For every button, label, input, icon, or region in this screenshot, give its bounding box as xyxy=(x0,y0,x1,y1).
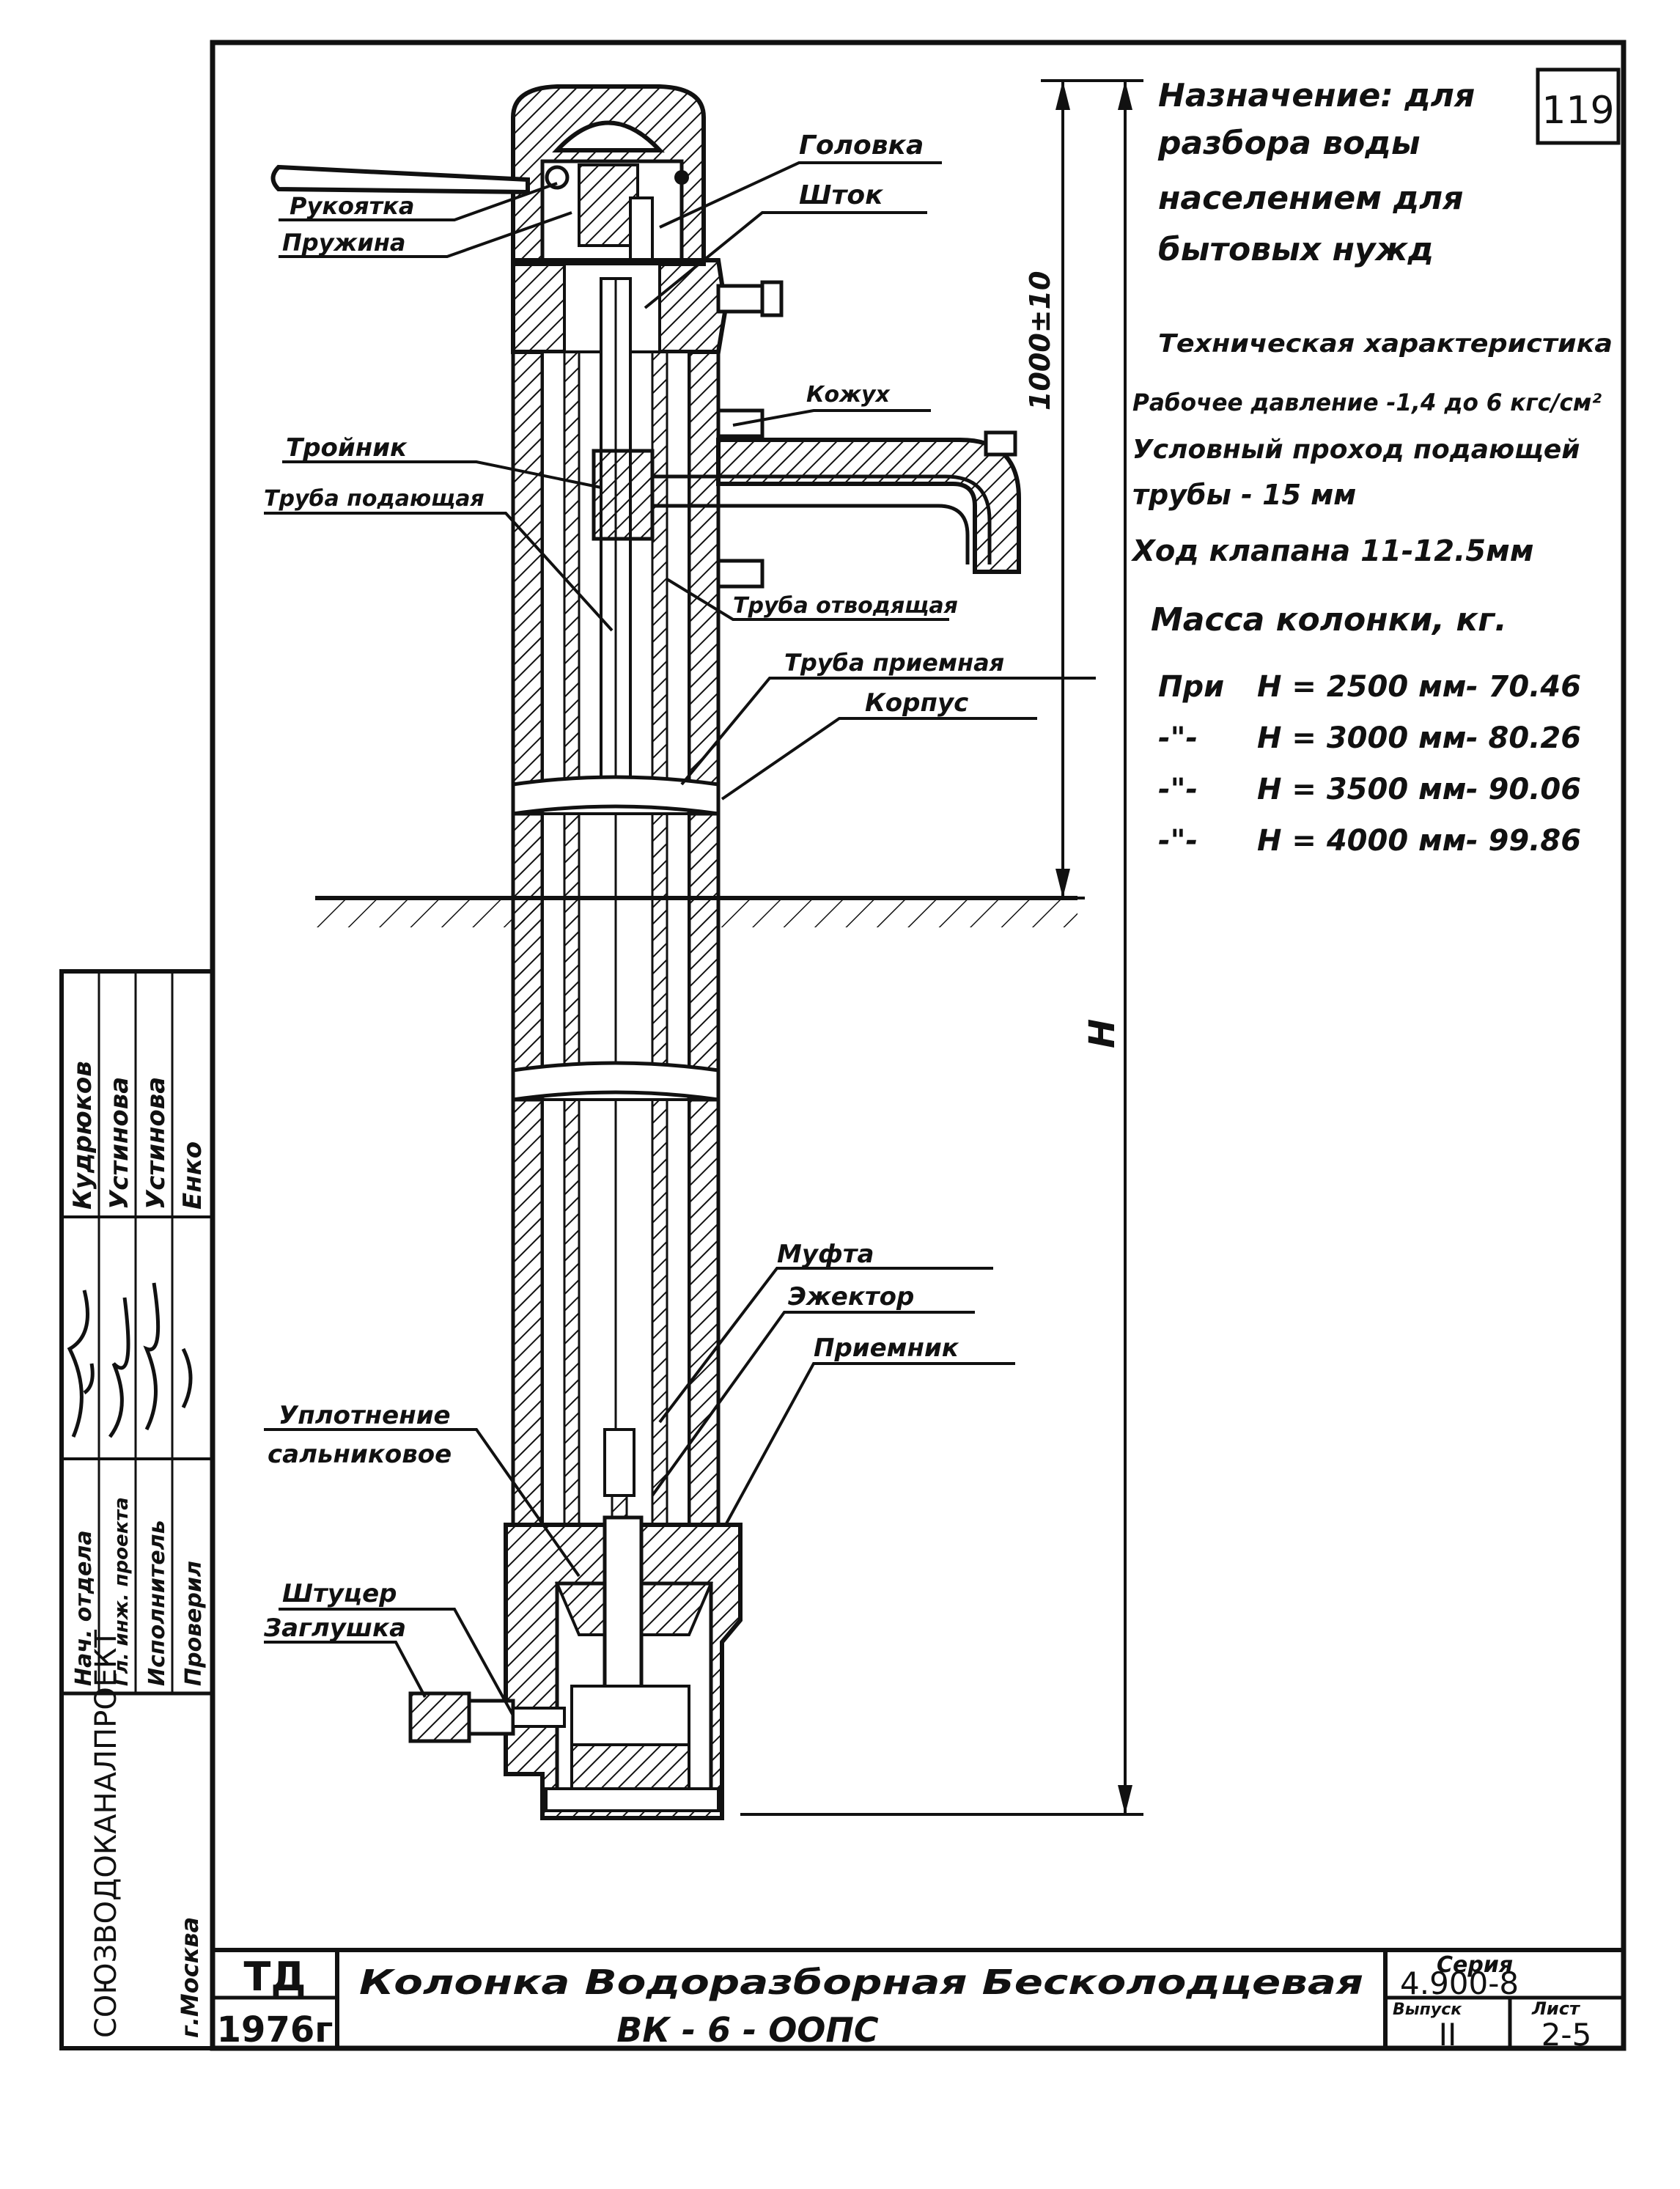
mass-row-value: - 90.06 xyxy=(1466,773,1581,806)
tech-heading: Техническая характеристика xyxy=(1158,329,1613,358)
label-shtok: Шток xyxy=(799,180,884,210)
year-mark: 1976г xyxy=(217,2009,334,2050)
name-chief-engineer: Устинова xyxy=(105,1077,134,1210)
purpose-line-3: населением для xyxy=(1158,180,1463,217)
label-pruzhina: Пружина xyxy=(282,229,406,257)
sheet-number-box: 119 xyxy=(1536,67,1621,145)
tech-stroke: Ход клапана 11-12.5мм xyxy=(1130,534,1534,568)
mass-row-h: H = 2500 мм xyxy=(1257,670,1467,704)
mass-row-value: - 99.86 xyxy=(1466,824,1581,858)
middle-body xyxy=(511,812,721,1073)
label-shtutser: Штуцер xyxy=(282,1579,397,1608)
drawing-title: Колонка Водоразборная Бесколодцевая xyxy=(359,1962,1363,2002)
label-uplotnenie-2: сальниковое xyxy=(268,1440,452,1469)
td-mark: ТД xyxy=(244,1954,306,2000)
label-zaglushka: Заглушка xyxy=(263,1614,406,1643)
sheet-value: 2-5 xyxy=(1541,2017,1592,2053)
break-section-1 xyxy=(511,775,721,816)
name-executor: Устинова xyxy=(141,1077,171,1210)
title-block: ТД 1976г Колонка Водоразборная Бесколодц… xyxy=(213,1948,1624,2053)
role-head-of-department: Нач. отдела xyxy=(71,1530,97,1686)
tech-mass-heading: Масса колонки, кг. xyxy=(1151,601,1507,639)
label-kozhukh: Кожух xyxy=(806,382,891,408)
label-truba-otvodyashchaya: Труба отводящая xyxy=(733,593,958,619)
mass-row-prefix: При xyxy=(1158,670,1224,704)
label-priemnik: Приемник xyxy=(814,1333,959,1363)
mass-row-prefix: -"- xyxy=(1158,824,1198,858)
label-golovka: Головка xyxy=(799,130,924,161)
dimension-height-total: H xyxy=(1082,1019,1123,1048)
mass-row-value: - 80.26 xyxy=(1466,721,1581,755)
tech-pressure: Рабочее давление -1,4 до 6 кгс/см² xyxy=(1132,389,1602,416)
column-drawing xyxy=(270,84,1077,1820)
mass-row-h: H = 3000 мм xyxy=(1257,721,1467,755)
ground-line xyxy=(315,896,1077,927)
signature-stamp: Нач. отдела Гл. инж. проекта Исполнитель… xyxy=(62,971,213,2038)
leader-lines xyxy=(264,161,1096,1716)
mass-row-h: H = 3500 мм xyxy=(1257,773,1467,806)
part-labels: Головка Шток Рукоятка Пружина Кожух Трой… xyxy=(263,130,1004,1643)
sheet-label: Лист xyxy=(1531,1998,1581,2019)
dimension-height-top: 1000±10 xyxy=(1024,271,1056,411)
plug-fitting xyxy=(408,1691,566,1743)
handle-lever xyxy=(270,164,689,195)
clamp-bolt xyxy=(716,280,784,317)
tee-and-spout xyxy=(592,408,1021,589)
org-name: СОЮЗВОДОКАНАЛПРОЕКТ xyxy=(89,1629,123,2038)
mass-table: При H = 2500 мм - 70.46 -"- H = 3000 мм … xyxy=(1158,670,1581,858)
purpose-notes: Назначение: для разбора воды населением … xyxy=(1157,77,1475,268)
label-ezhektor: Эжектор xyxy=(788,1282,914,1311)
label-uplotnenie-1: Уплотнение xyxy=(279,1401,451,1430)
drawing-code: ВК - 6 - ООПС xyxy=(616,2010,879,2050)
mass-row-value: - 70.46 xyxy=(1466,670,1581,704)
handwritten-signatures xyxy=(67,1282,193,1438)
label-truba-podayushchaya: Труба подающая xyxy=(264,486,485,512)
mass-row-prefix: -"- xyxy=(1158,721,1198,755)
role-checked: Проверил xyxy=(181,1561,207,1686)
name-head-of-department: Кудрюков xyxy=(68,1061,97,1210)
label-troynik: Тройник xyxy=(286,433,408,463)
dimension-lines: 1000±10 H xyxy=(740,79,1143,1816)
purpose-line-2: разбора воды xyxy=(1157,125,1421,162)
label-truba-priemnaya: Труба приемная xyxy=(784,649,1004,677)
mass-row-prefix: -"- xyxy=(1158,773,1198,806)
technical-specs: Техническая характеристика Рабочее давле… xyxy=(1130,329,1613,858)
sheet-number: 119 xyxy=(1541,89,1614,133)
lower-body xyxy=(511,1097,721,1527)
label-korpus: Корпус xyxy=(865,688,968,718)
sheet-frame xyxy=(59,40,1626,2051)
label-mufta: Муфта xyxy=(777,1240,874,1269)
name-checked: Енко xyxy=(178,1141,207,1210)
tech-bore-1: Условный проход подающей xyxy=(1132,435,1580,465)
purpose-line-1: Назначение: для xyxy=(1158,77,1475,114)
mass-row-h: H = 4000 мм xyxy=(1257,824,1467,858)
receiver-assembly xyxy=(504,1515,743,1820)
tech-bore-2: трубы - 15 мм xyxy=(1132,479,1356,511)
org-city: г.Москва xyxy=(176,1917,204,2038)
role-executor: Исполнитель xyxy=(144,1520,170,1686)
issue-value: II xyxy=(1439,2017,1457,2053)
series-value: 4.900-8 xyxy=(1400,1965,1519,2001)
role-chief-engineer: Гл. инж. проекта xyxy=(111,1497,133,1686)
head-assembly xyxy=(511,84,729,354)
purpose-line-4: бытовых нужд xyxy=(1158,231,1434,268)
label-rukoyatka: Рукоятка xyxy=(290,192,414,220)
series-label: Серия xyxy=(1437,1952,1513,1978)
issue-label: Выпуск xyxy=(1393,2001,1462,2019)
break-section-2 xyxy=(511,1061,721,1102)
